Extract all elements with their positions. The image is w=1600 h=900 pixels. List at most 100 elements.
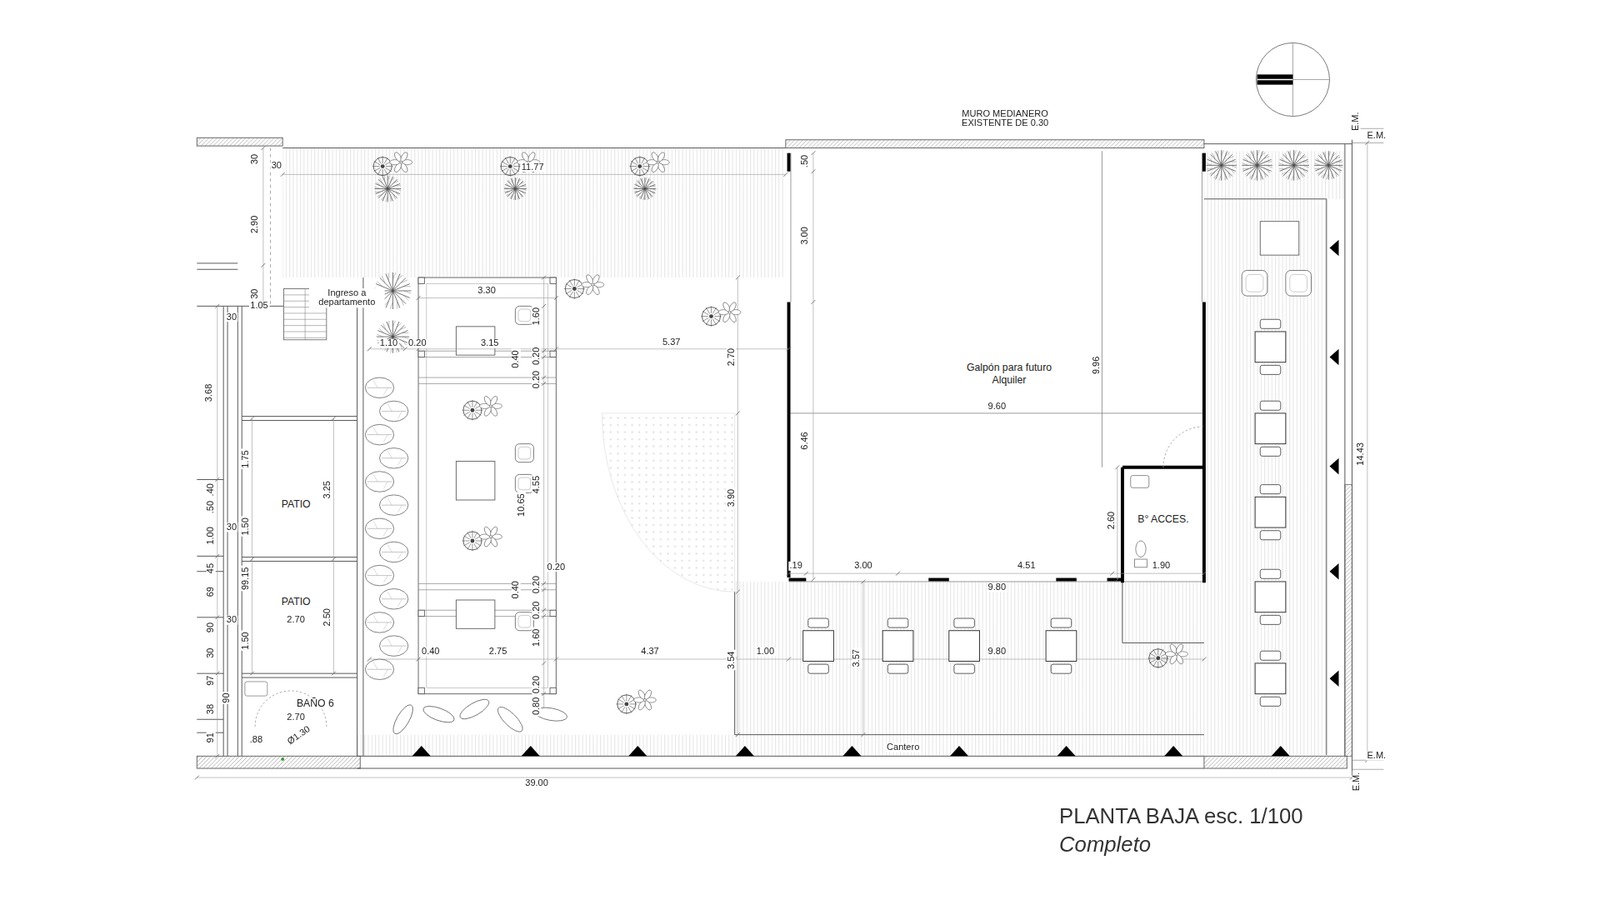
plant-symbol	[390, 195, 391, 202]
deck-hatch	[735, 581, 1205, 735]
plant-symbol	[376, 336, 394, 338]
plant-symbol	[1249, 174, 1254, 180]
galpon-walls	[1163, 426, 1205, 468]
plant-symbol	[1335, 171, 1338, 178]
plant-symbol	[398, 410, 403, 419]
plant-symbol	[367, 669, 392, 670]
dimension-label: 1.90	[1151, 561, 1172, 572]
dimension-label: 3.00	[853, 561, 874, 572]
boundary-wall	[357, 768, 1205, 770]
plant-symbol	[1291, 174, 1295, 180]
plant-symbol	[421, 703, 457, 726]
plant-symbol	[463, 531, 482, 550]
plant-symbol	[656, 150, 666, 163]
boundary-wall	[785, 140, 1205, 149]
table-with-chairs	[1045, 630, 1077, 662]
dimension-lines	[196, 777, 1352, 779]
plant-symbol	[1331, 153, 1336, 158]
dimension-lines	[280, 172, 285, 177]
dimension-lines	[215, 615, 220, 620]
plant-symbol	[383, 669, 388, 677]
dimension-label: 3.68	[204, 382, 215, 403]
dimension-lines	[541, 381, 546, 386]
galpon-walls	[1101, 150, 1103, 468]
plant-symbol	[387, 545, 392, 553]
plant-symbol	[641, 177, 643, 183]
plant-symbol	[1335, 156, 1341, 160]
plant-symbol	[521, 185, 527, 187]
boundary-wall	[282, 147, 786, 149]
plant-symbol	[395, 191, 400, 196]
plant-symbol	[513, 195, 515, 200]
access-marker	[412, 240, 1340, 757]
plant-symbol	[1278, 165, 1294, 166]
plant-symbol	[1296, 174, 1298, 181]
plant-symbol	[383, 481, 388, 490]
dimension-label: 2.50	[322, 607, 333, 628]
dimension-label: 30	[250, 153, 260, 166]
plant-symbol	[1316, 171, 1323, 175]
dimension-label: E.M.	[1365, 130, 1387, 141]
plant-symbol	[365, 424, 394, 445]
plant-symbol	[517, 195, 519, 200]
plant-symbol	[381, 598, 406, 600]
dimension-lines	[895, 571, 900, 576]
plant-symbol	[393, 180, 399, 184]
plant-symbol	[373, 568, 378, 576]
access-marker	[628, 745, 647, 756]
plant-symbol	[401, 340, 407, 346]
plant-symbol	[701, 307, 720, 326]
dimension-label: 99.15	[240, 565, 251, 591]
dimension-lines	[260, 145, 265, 150]
plant-symbol	[387, 175, 390, 181]
dimension-label: 39.00	[524, 779, 550, 790]
pergola	[550, 277, 556, 284]
plant-symbol	[1241, 163, 1248, 166]
plant-symbol	[470, 539, 475, 544]
dimension-label: .40	[206, 482, 217, 498]
room-name: PATIO	[279, 595, 313, 608]
table-with-chairs	[954, 664, 975, 674]
plant-symbol	[1220, 165, 1222, 180]
dimension-lines	[810, 150, 815, 155]
plant-symbol	[1230, 169, 1235, 174]
galpon-walls	[1202, 153, 1206, 172]
plant-symbol	[1288, 150, 1295, 165]
plant-symbol	[517, 179, 521, 183]
plant-symbol	[365, 659, 394, 680]
plant-symbol	[380, 164, 385, 169]
table-with-chairs	[1260, 446, 1280, 456]
boundary-wall	[1204, 198, 1327, 200]
access-marker	[1330, 670, 1340, 687]
dimension-lines	[735, 275, 740, 280]
dimension-lines	[250, 557, 255, 562]
deck-hatch	[282, 148, 786, 279]
table-with-chairs	[1260, 485, 1280, 495]
galpon-walls	[790, 153, 791, 303]
plant-symbol	[1225, 152, 1230, 158]
plant-symbol	[381, 410, 406, 412]
plant-symbol	[1253, 150, 1255, 158]
plant-symbol	[375, 191, 381, 193]
dimension-lines	[367, 657, 372, 662]
plant-symbol	[1213, 174, 1218, 180]
plant-symbol	[390, 177, 395, 182]
plant-symbol	[381, 505, 406, 506]
dimension-label: 4.37	[640, 647, 660, 658]
plant-symbol	[636, 180, 645, 190]
plant-symbol	[515, 177, 516, 189]
boundary-wall	[196, 755, 360, 769]
plant-symbol	[387, 639, 392, 647]
dimension-lines	[416, 295, 421, 300]
plant-symbol	[515, 189, 524, 198]
plant-symbol	[398, 645, 403, 654]
plant-symbol	[392, 272, 394, 291]
dimension-label: 0.40	[511, 580, 522, 600]
plant-symbol	[1302, 160, 1310, 162]
table-with-chairs	[1260, 530, 1280, 540]
table-with-chairs	[1260, 615, 1280, 625]
plant-symbol	[1328, 150, 1331, 157]
galpon-walls	[1202, 301, 1206, 583]
table-with-chairs	[887, 618, 908, 628]
access-marker	[1330, 349, 1340, 366]
